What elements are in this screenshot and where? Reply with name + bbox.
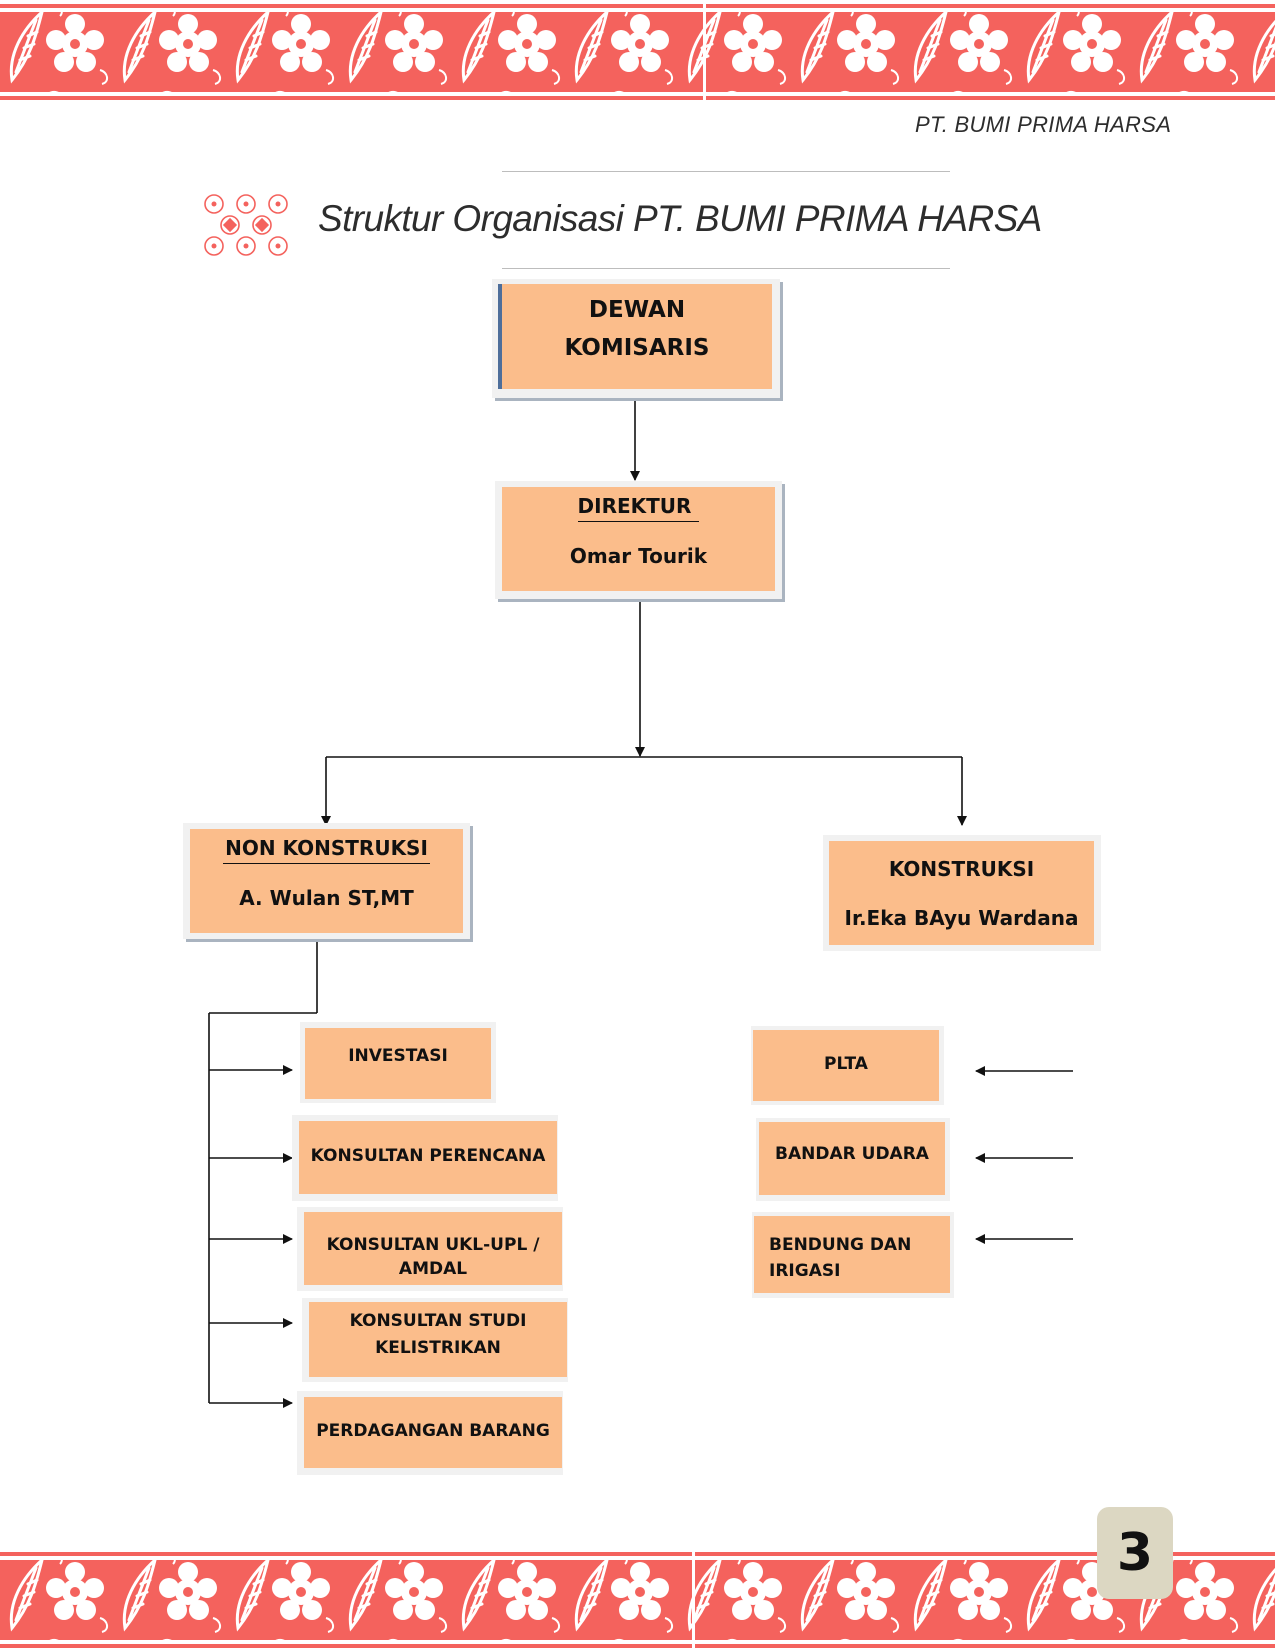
director-box: DIREKTUR Omar Tourik: [502, 487, 775, 591]
unit-bendung-irigasi: BENDUNG DAN IRIGASI: [754, 1216, 950, 1293]
board-box: DEWAN KOMISARIS: [498, 284, 772, 389]
unit-konsultan-perencana: KONSULTAN PERENCANA: [299, 1121, 557, 1194]
non-konstruksi-box: NON KONSTRUKSI A. Wulan ST,MT: [190, 829, 463, 933]
unit-investasi: INVESTASI: [305, 1028, 491, 1099]
director-role: DIREKTUR: [577, 493, 700, 522]
non-konstruksi-role: NON KONSTRUKSI: [223, 835, 430, 864]
title-rule-top: [502, 171, 950, 172]
studi-line2: KELISTRIKAN: [375, 1338, 501, 1358]
top-decorative-border: [0, 0, 1275, 104]
konstruksi-head: Ir.Eka BAyu Wardana: [844, 906, 1079, 930]
director-name: Omar Tourik: [569, 544, 708, 568]
non-konstruksi-head: A. Wulan ST,MT: [239, 886, 414, 910]
ukl-line2: AMDAL: [398, 1259, 468, 1279]
page-number-badge: 3: [1097, 1507, 1173, 1599]
unit-plta: PLTA: [753, 1030, 939, 1101]
studi-line1: KONSULTAN STUDI: [349, 1311, 527, 1331]
unit-perdagangan-barang: PERDAGANGAN BARANG: [304, 1397, 562, 1468]
unit-konsultan-ukl: KONSULTAN UKL-UPL / AMDAL: [304, 1212, 562, 1285]
unit-bandar-udara: BANDAR UDARA: [759, 1122, 945, 1195]
board-label-line1: DEWAN: [588, 297, 686, 323]
bendung-line2: IRIGASI: [769, 1261, 841, 1281]
ukl-line1: KONSULTAN UKL-UPL /: [326, 1235, 540, 1255]
page-title: Struktur Organisasi PT. BUMI PRIMA HARSA: [318, 198, 1042, 239]
title-ornament-icon: [204, 194, 288, 256]
board-label-line2: KOMISARIS: [564, 335, 710, 361]
title-rule-bottom: [502, 268, 950, 269]
konstruksi-box: KONSTRUKSI Ir.Eka BAyu Wardana: [829, 841, 1094, 945]
konstruksi-role: KONSTRUKSI: [888, 857, 1035, 881]
bottom-decorative-border: [0, 1548, 1275, 1650]
unit-konsultan-studi: KONSULTAN STUDI KELISTRIKAN: [309, 1302, 567, 1377]
bendung-line1: BENDUNG DAN: [769, 1235, 912, 1255]
company-header: PT. BUMI PRIMA HARSA: [915, 112, 1172, 137]
